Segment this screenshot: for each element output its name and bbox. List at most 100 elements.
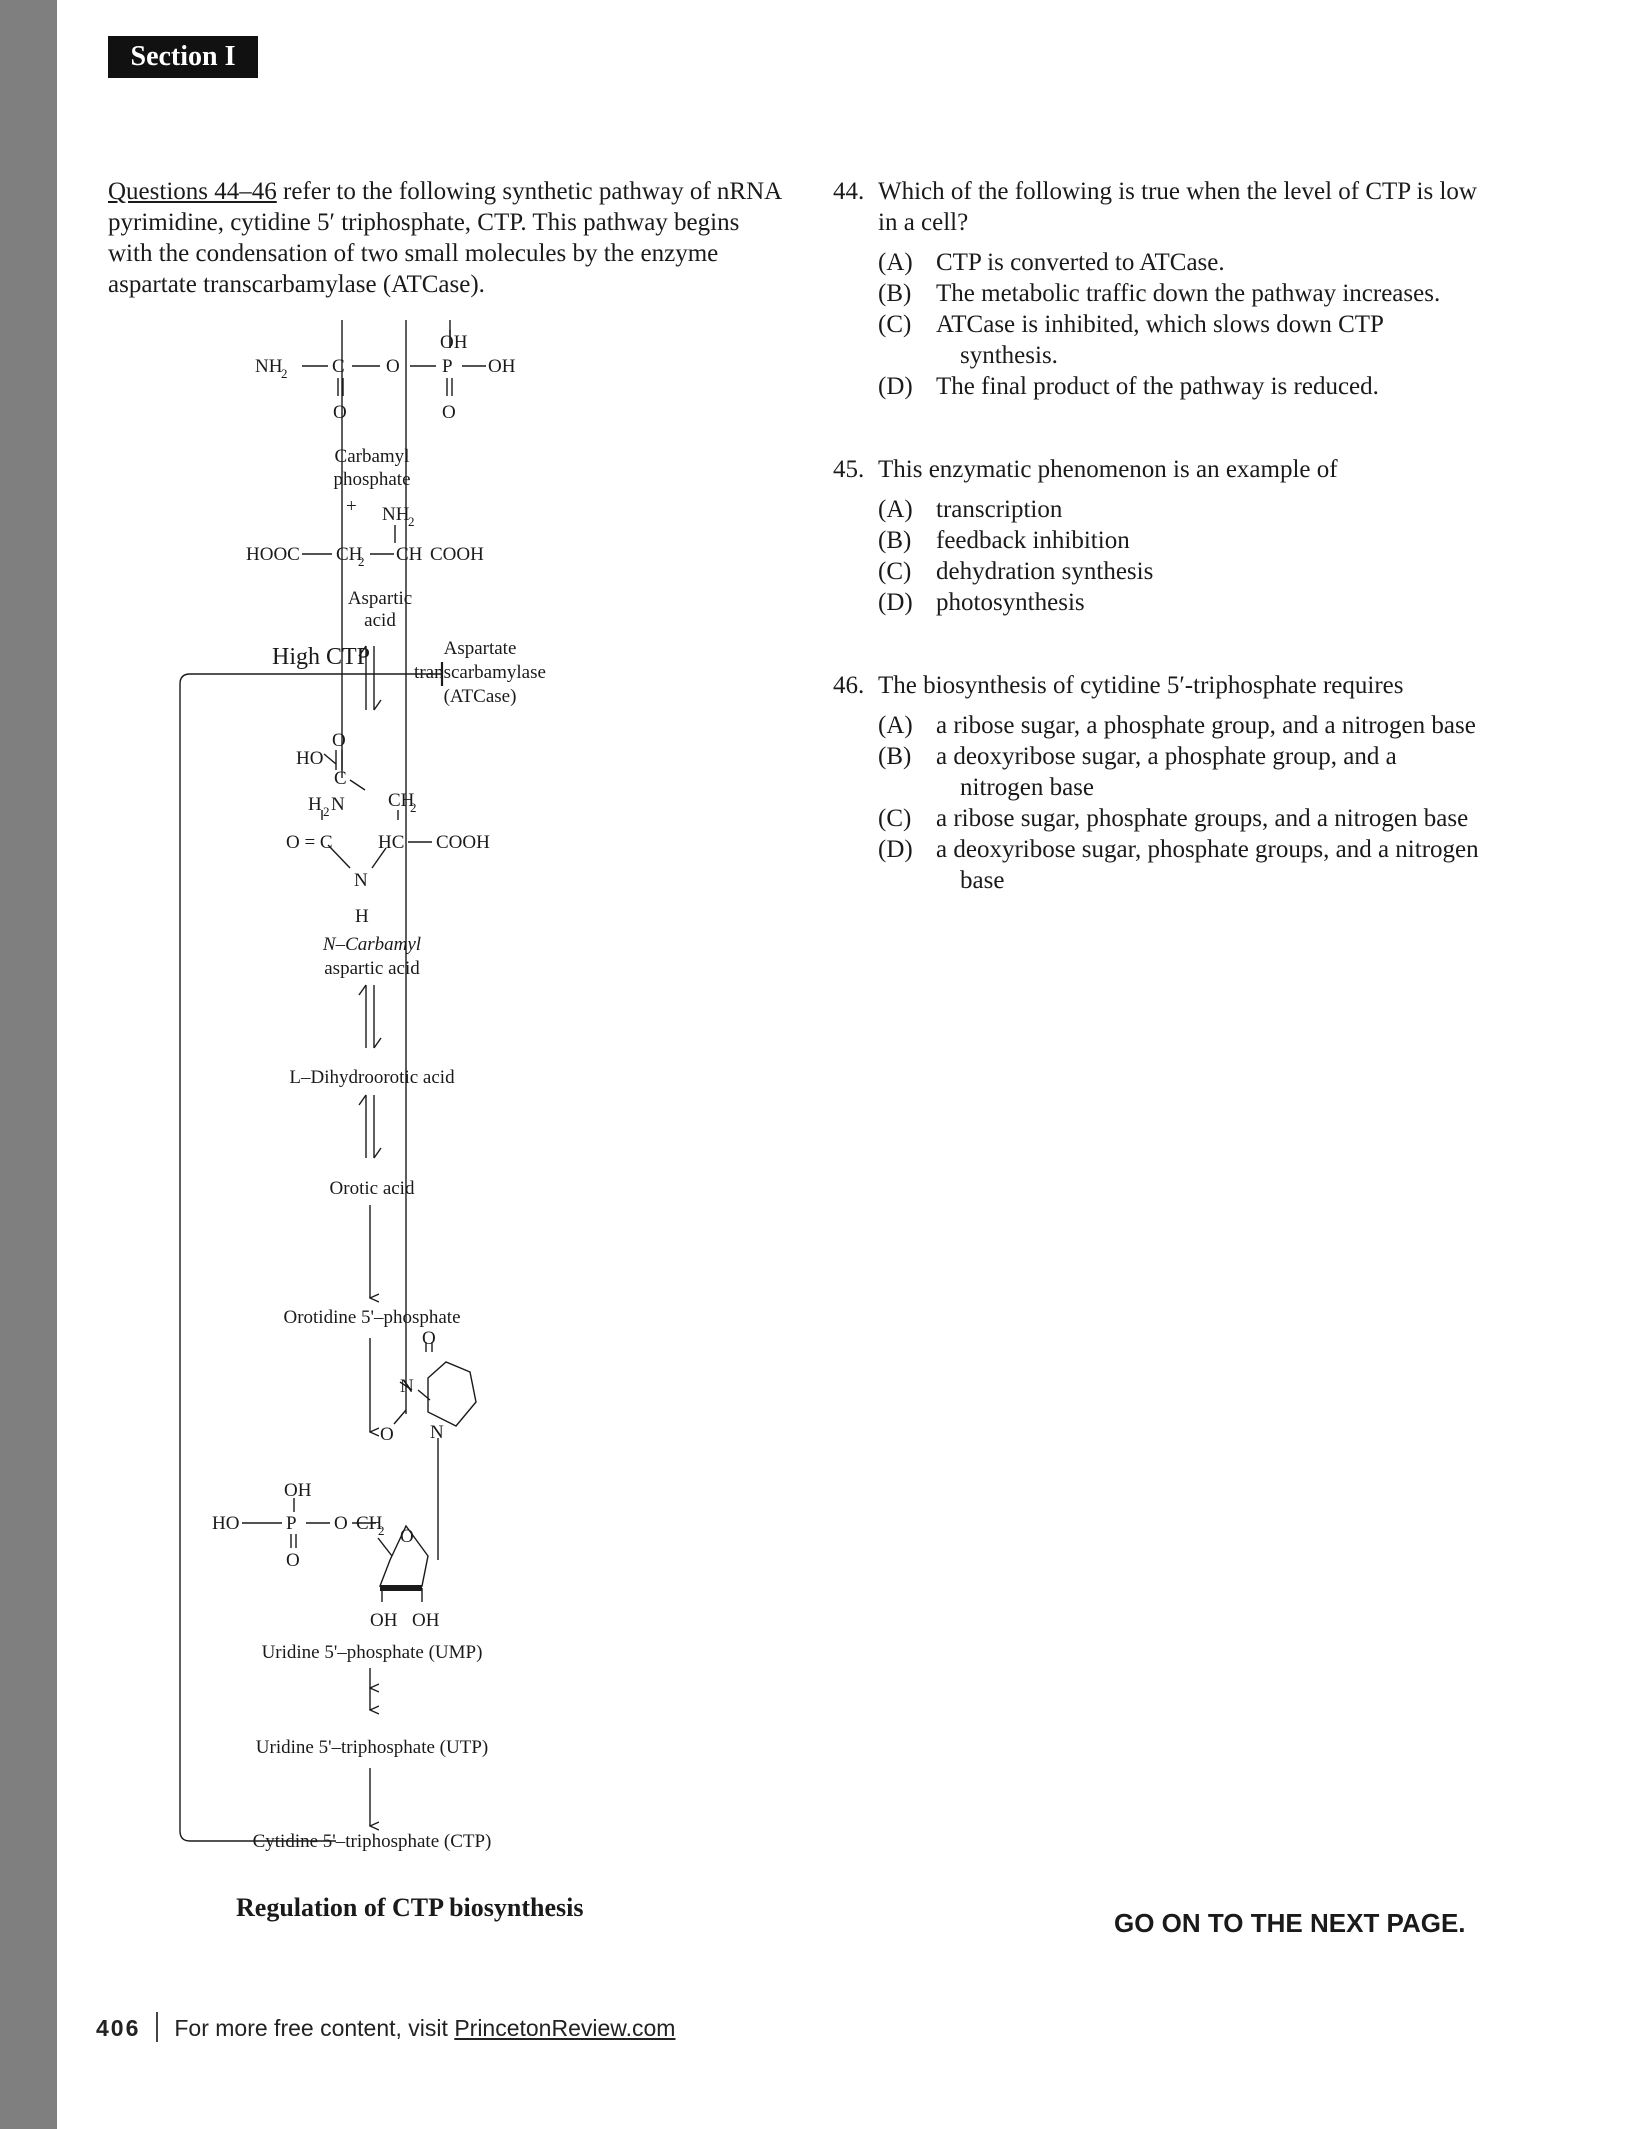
atom-label: O — [333, 402, 347, 423]
ctp-label: Cytidine 5'–triphosphate (CTP) — [253, 1831, 492, 1852]
arrow-head — [358, 645, 367, 657]
answer-option[interactable]: (C) dehydration synthesis — [878, 556, 1483, 587]
option-letter: (B) — [878, 280, 912, 307]
atom-label: O — [386, 356, 400, 377]
page-edge-bar — [0, 0, 57, 2129]
answer-option[interactable]: (D) a deoxyribose sugar, phosphate groups… — [878, 834, 1483, 896]
question-number: 46. — [833, 672, 865, 699]
intro-paragraph: Questions 44–46 refer to the following s… — [108, 176, 788, 300]
atom-label: OH — [488, 356, 516, 377]
option-text: photosynthesis — [936, 589, 1085, 616]
atom-label: O — [286, 1550, 300, 1571]
atom-subscript: 2 — [408, 514, 415, 529]
atom-label: N — [354, 870, 368, 891]
ctp-pathway-diagram: OH NH 2 C O P OH O O Carbamyl phosphate … — [179, 320, 546, 1852]
option-letter: (D) — [878, 589, 913, 616]
question-number: 44. — [833, 178, 865, 205]
answer-option[interactable]: (A)a ribose sugar, a phosphate group, an… — [878, 710, 1483, 741]
atom-label: O — [400, 1526, 414, 1547]
dihydroorotic-label: L–Dihydroorotic acid — [289, 1067, 455, 1088]
atom-label: O — [422, 1328, 436, 1349]
atom-label: N — [400, 1376, 414, 1397]
atom-label: O = C — [286, 832, 333, 853]
atom-label: P — [286, 1513, 297, 1534]
option-text: The final product of the pathway is redu… — [936, 373, 1379, 400]
answer-option[interactable]: (A)CTP is converted to ATCase. — [878, 247, 1483, 278]
atom-label: NH — [382, 504, 410, 525]
option-text: dehydration synthesis — [936, 558, 1154, 585]
answer-option[interactable]: (C)ATCase is inhibited, which slows down… — [878, 309, 1483, 371]
bond — [323, 753, 337, 765]
bond — [377, 1537, 393, 1557]
enzyme-label: (ATCase) — [444, 686, 517, 707]
enzyme-label: Aspartate — [444, 638, 517, 659]
atom-label: O — [380, 1424, 394, 1445]
section-label: Section I — [108, 36, 258, 78]
carbamyl-phosphate-label: Carbamyl — [335, 446, 410, 467]
arrow-head — [358, 1094, 367, 1106]
question-stem: This enzymatic phenomenon is an example … — [878, 456, 1338, 483]
footer-divider — [156, 2012, 159, 2042]
n-carbamyl-label: aspartic acid — [324, 958, 420, 979]
feedback-loop-line — [179, 673, 442, 1842]
atom-label: OH — [440, 332, 468, 353]
atom-label: H — [355, 906, 369, 927]
bond — [417, 1389, 431, 1401]
answer-option[interactable]: (A) transcription — [878, 494, 1483, 525]
high-ctp-label: High CTP — [272, 644, 370, 670]
n-carbamyl-label: N–Carbamyl — [322, 934, 421, 955]
go-on-notice: GO ON TO THE NEXT PAGE. — [1114, 1908, 1466, 1938]
questions-column: 44. Which of the following is true when … — [833, 176, 1483, 924]
atom-label: HC — [378, 832, 404, 853]
atom-label: P — [442, 356, 453, 377]
question-number: 45. — [833, 456, 865, 483]
orotic-label: Orotic acid — [330, 1178, 415, 1199]
option-letter: (D) — [878, 836, 913, 863]
option-text: transcription — [936, 496, 1063, 523]
enzyme-label: transcarbamylase — [414, 662, 546, 683]
bond — [371, 847, 387, 869]
atom-subscript: 2 — [323, 804, 330, 819]
question-45: 45. This enzymatic phenomenon is an exam… — [833, 454, 1483, 618]
atom-label: C — [334, 768, 347, 789]
atom-subscript: 2 — [281, 366, 288, 381]
atom-label: C — [332, 356, 345, 377]
option-letter: (C) — [878, 311, 912, 338]
ump-label: Uridine 5'–phosphate (UMP) — [262, 1642, 483, 1663]
option-letter: (A) — [878, 249, 913, 276]
atom-label: N — [430, 1422, 444, 1443]
questions-reference: Questions 44–46 — [108, 178, 277, 205]
option-text: a deoxyribose sugar, a phosphate group, … — [936, 743, 1397, 801]
option-text: feedback inhibition — [936, 527, 1130, 554]
atom-label: OH — [370, 1610, 398, 1631]
question-stem: Which of the following is true when the … — [878, 178, 1477, 236]
atom-label: CH — [336, 544, 363, 565]
answer-option[interactable]: (B)a deoxyribose sugar, a phosphate grou… — [878, 741, 1483, 803]
option-text: a ribose sugar, phosphate groups, and a … — [936, 805, 1469, 832]
atom-label: OH — [412, 1610, 440, 1631]
option-text: The metabolic traffic down the pathway i… — [936, 280, 1441, 307]
answer-option[interactable]: (D)The final product of the pathway is r… — [878, 371, 1483, 402]
princeton-review-link[interactable]: PrincetonReview.com — [454, 2015, 676, 2041]
answer-option[interactable]: (B) The metabolic traffic down the pathwa… — [878, 278, 1483, 309]
atom-label: CH — [388, 790, 415, 811]
option-letter: (C) — [878, 558, 912, 585]
question-44: 44. Which of the following is true when … — [833, 176, 1483, 402]
option-text: a deoxyribose sugar, phosphate groups, a… — [936, 836, 1479, 894]
option-letter: (A) — [878, 496, 913, 523]
arrow-head — [373, 699, 382, 711]
bond — [393, 1409, 407, 1425]
plus-sign: + — [346, 496, 357, 517]
bond — [327, 844, 351, 869]
question-46: 46. The biosynthesis of cytidine 5′-trip… — [833, 670, 1483, 896]
atom-label: CH — [356, 1513, 383, 1534]
aspartic-acid-label: acid — [364, 610, 396, 631]
answer-option[interactable]: (B)feedback inhibition — [878, 525, 1483, 556]
arrow-head — [358, 984, 367, 996]
carbamyl-phosphate-label: phosphate — [333, 469, 410, 490]
atom-subscript: 2 — [358, 554, 365, 569]
atom-label: HO — [212, 1513, 239, 1534]
option-text: a ribose sugar, a phosphate group, and a… — [936, 712, 1476, 739]
answer-option[interactable]: (D) photosynthesis — [878, 587, 1483, 618]
answer-option[interactable]: (C)a ribose sugar, phosphate groups, and… — [878, 803, 1483, 834]
